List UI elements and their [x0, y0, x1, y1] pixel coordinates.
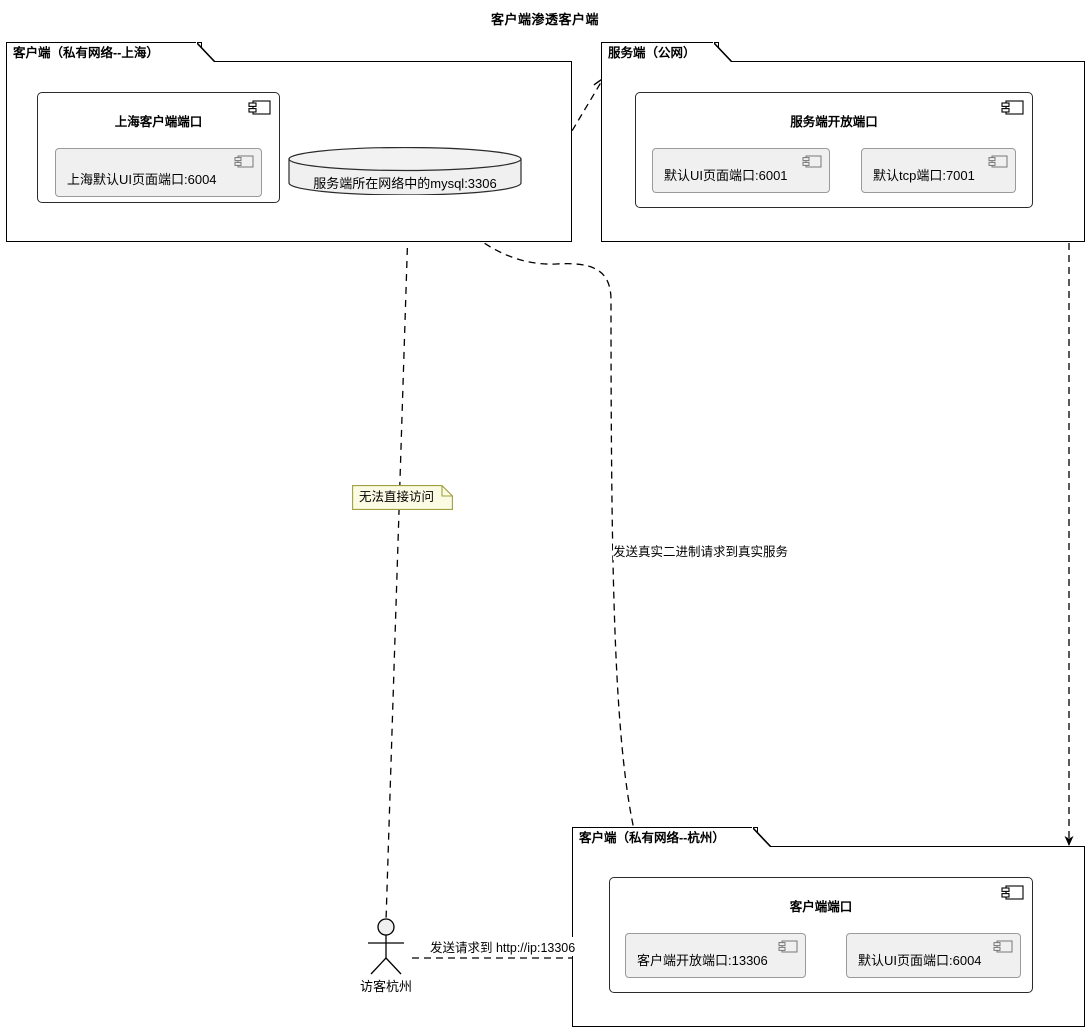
component-icon — [993, 940, 1013, 953]
component-title: 上海客户端端口 — [114, 115, 203, 129]
package-tab-notch — [196, 42, 216, 62]
package-tab-notch — [752, 827, 772, 847]
leaf-label: 默认tcp端口:7001 — [873, 168, 975, 183]
leaf-server-tcp-port[interactable]: 默认tcp端口:7001 — [861, 148, 1016, 193]
leaf-label: 默认UI页面端口:6001 — [664, 168, 788, 183]
package-label: 客户端（私有网络--杭州） — [579, 831, 725, 845]
leaf-label: 上海默认UI页面端口:6004 — [67, 172, 217, 187]
leaf-shanghai-ui-port[interactable]: 上海默认UI页面端口:6004 — [55, 148, 262, 197]
page-title: 客户端渗透客户端 — [490, 12, 599, 27]
leaf-hangzhou-open-port[interactable]: 客户端开放端口:13306 — [625, 933, 806, 978]
package-label: 服务端（公网） — [608, 46, 696, 60]
database-server-network-mysql[interactable]: 服务端所在网络中的mysql:3306 — [288, 146, 522, 196]
component-icon — [802, 155, 822, 168]
leaf-hangzhou-ui-port[interactable]: 默认UI页面端口:6004 — [846, 933, 1021, 978]
component-title: 客户端端口 — [789, 900, 853, 914]
package-tab-client-shanghai: 客户端（私有网络--上海） — [6, 42, 202, 62]
component-icon — [778, 940, 798, 953]
package-tab-server-public: 服务端（公网） — [601, 42, 719, 62]
edge-label-send-binary-request: 发送真实二进制请求到真实服务 — [613, 541, 789, 560]
edge-mysql-to-visitor — [385, 195, 410, 922]
component-icon — [248, 100, 271, 115]
package-label: 客户端（私有网络--上海） — [13, 46, 159, 60]
package-tab-notch — [713, 42, 733, 62]
database-label: 服务端所在网络中的mysql:3306 — [313, 176, 497, 191]
component-icon — [1001, 885, 1024, 900]
edge-label-send-request-to-ip: 发送请求到 http://ip:13306 — [430, 937, 576, 956]
note-cannot-access[interactable]: 无法直接访问 — [352, 485, 453, 510]
component-icon — [988, 155, 1008, 168]
cylinder-shape — [288, 146, 522, 196]
actor-label: 访客杭州 — [359, 979, 412, 994]
leaf-label: 客户端开放端口:13306 — [637, 953, 768, 968]
leaf-server-ui-port[interactable]: 默认UI页面端口:6001 — [652, 148, 830, 193]
package-tab-client-hangzhou: 客户端（私有网络--杭州） — [572, 827, 758, 847]
note-label: 无法直接访问 — [359, 490, 435, 504]
leaf-label: 默认UI页面端口:6004 — [858, 953, 982, 968]
component-icon — [1001, 100, 1024, 115]
actor-visitor-hangzhou[interactable]: 访客杭州 — [351, 918, 421, 994]
component-icon — [234, 155, 254, 168]
actor-stick-figure — [368, 918, 404, 975]
component-title: 服务端开放端口 — [790, 115, 878, 129]
